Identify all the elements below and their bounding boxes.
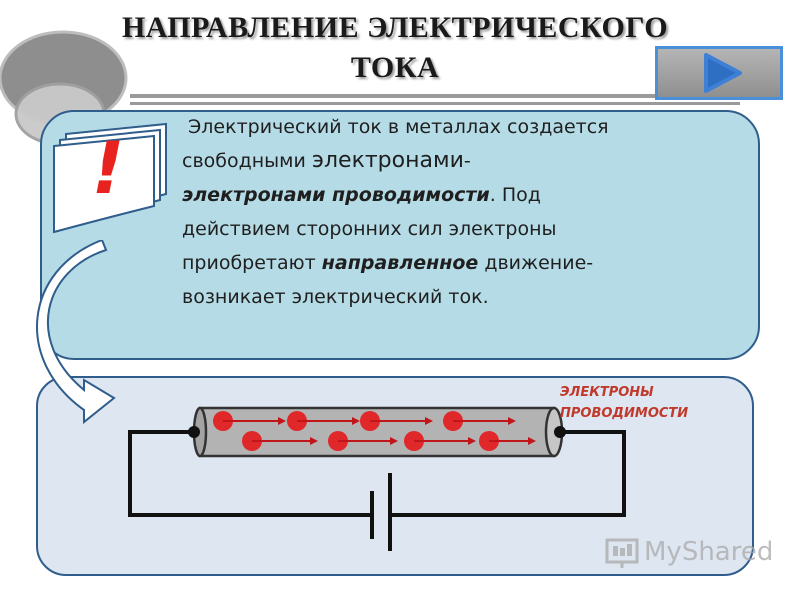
body-line-5: приобретают направленное движение- xyxy=(182,246,742,280)
electron-row-2 xyxy=(242,431,536,451)
exclamation-card-icon xyxy=(53,122,167,234)
body-line-5-c: движение- xyxy=(478,252,594,274)
next-slide-button[interactable] xyxy=(655,46,783,100)
body-line-2-c: - xyxy=(463,150,471,172)
title-rule-bottom xyxy=(130,102,740,105)
electron-row-1 xyxy=(213,411,516,431)
body-line-5-b: направленное xyxy=(321,252,479,274)
title-line-2: ТОКА xyxy=(350,51,440,84)
watermark: MyShared xyxy=(604,532,774,572)
circuit-diagram xyxy=(128,406,626,551)
body-line-4: действием сторонних сил электроны xyxy=(182,218,557,240)
curved-arrow-icon xyxy=(36,240,116,425)
body-line-2-a: свободными xyxy=(182,150,312,172)
watermark-text: MyShared xyxy=(644,537,774,567)
body-line-3-a: электронами проводимости xyxy=(182,184,490,206)
title-rule-top xyxy=(130,94,740,98)
body-line-3: электронами проводимости. Под xyxy=(182,178,742,212)
page-title: НАПРАВЛЕНИЕ ЭЛЕКТРИЧЕСКОГО ТОКА xyxy=(95,8,695,88)
body-line-5-a: приобретают xyxy=(182,252,322,274)
play-triangle-icon xyxy=(704,53,742,93)
body-line-1: Электрический ток в металлах создается xyxy=(188,116,609,138)
body-text: Электрический ток в металлах создается с… xyxy=(182,110,742,314)
watermark-logo-icon xyxy=(605,538,639,568)
body-line-6: возникает электрический ток. xyxy=(182,286,489,308)
title-line-1: НАПРАВЛЕНИЕ ЭЛЕКТРИЧЕСКОГО xyxy=(121,11,669,44)
body-line-2: свободными электронами- xyxy=(182,144,742,178)
body-line-3-b: . Под xyxy=(489,184,541,206)
electrons-label: ЭЛЕКТРОНЫ ПРОВОДИМОСТИ xyxy=(560,382,730,424)
wire-right xyxy=(390,430,626,517)
body-line-2-b: электронами xyxy=(311,148,464,173)
terminal-left xyxy=(188,426,200,438)
terminal-right xyxy=(554,426,566,438)
exclamation-mark: ! xyxy=(91,126,125,210)
electrons-label-line-2: ПРОВОДИМОСТИ xyxy=(560,406,689,421)
wire-left xyxy=(128,430,370,517)
electrons-label-line-1: ЭЛЕКТРОНЫ xyxy=(560,385,654,400)
